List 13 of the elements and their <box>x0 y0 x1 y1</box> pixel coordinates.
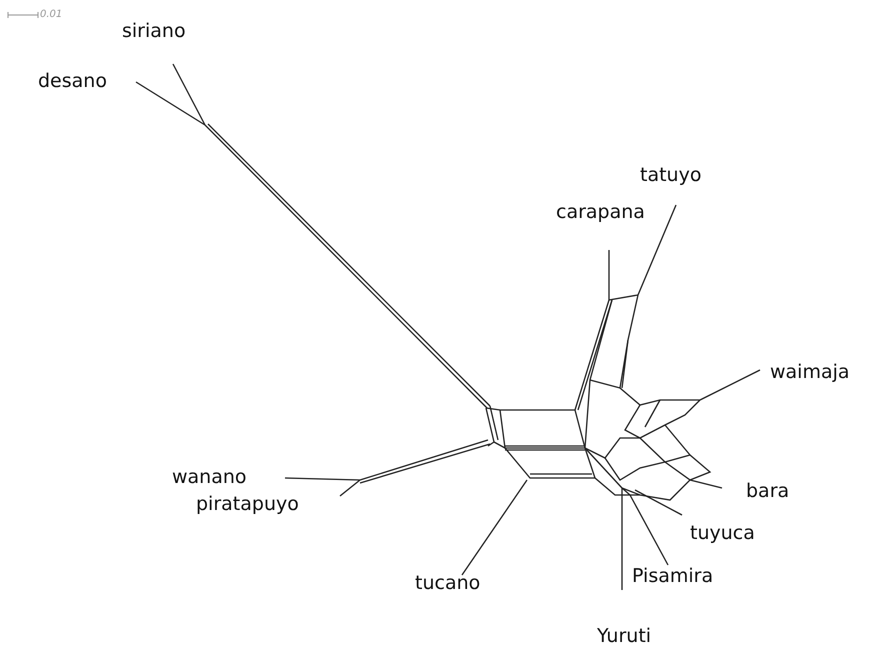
taxon-label: piratapuyo <box>196 495 299 514</box>
taxon-label: tucano <box>415 574 480 593</box>
scale-label: 0.01 <box>40 10 62 20</box>
taxon-label: carapana <box>556 203 645 222</box>
taxon-label: wanano <box>172 468 247 487</box>
taxon-label: bara <box>746 482 790 501</box>
taxon-label: Pisamira <box>632 567 714 586</box>
taxon-label: tatuyo <box>640 166 702 185</box>
taxon-label: waimaja <box>770 363 850 382</box>
taxon-label: Yuruti <box>597 627 652 646</box>
taxon-label: desano <box>38 72 107 91</box>
taxon-label: siriano <box>122 22 186 41</box>
taxon-label: tuyuca <box>690 524 755 543</box>
